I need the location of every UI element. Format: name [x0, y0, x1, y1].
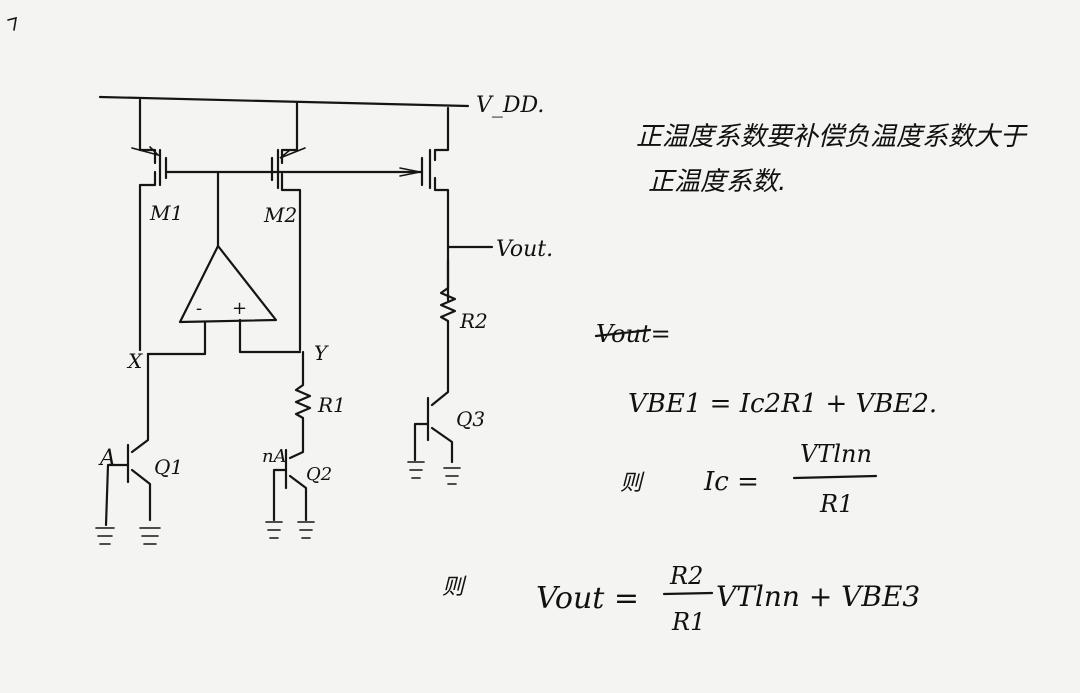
vout-label: Vout.	[496, 237, 553, 262]
q2-area-label: nA	[262, 446, 287, 467]
vdd-label: V_DD.	[476, 93, 544, 118]
eq3-lhs: Vout =	[536, 581, 639, 616]
m1-transistor	[131, 98, 282, 352]
note-line-1: 正温度系数要补偿负温度系数大于	[636, 122, 1028, 152]
node-y-label: Y	[314, 341, 329, 365]
q2-transistor	[265, 438, 315, 539]
m2-transistor	[270, 100, 306, 352]
eq3-rest: VTlnn + VBE3	[716, 580, 920, 613]
op-amp-minus: -	[196, 298, 202, 319]
q1-label: Q1	[154, 455, 183, 479]
m1-label: M1	[149, 201, 183, 225]
r1-label: R1	[317, 393, 346, 417]
corner-mark	[7, 16, 17, 31]
eq3-numerator: R2	[669, 562, 703, 590]
q1-area-label: A	[98, 446, 116, 471]
eq2-lhs: Ic =	[703, 467, 759, 497]
eq3-prefix: 则	[442, 575, 467, 600]
strike-through	[594, 328, 652, 338]
eq3-denominator: R1	[671, 608, 705, 636]
vdd-rail	[98, 95, 470, 108]
node-x-label: X	[126, 349, 143, 373]
r2-label: R2	[459, 309, 488, 333]
note-line-2: 正温度系数.	[648, 167, 786, 197]
m2-label: M2	[263, 203, 297, 227]
equation-vbe: VBE1 = Ic2R1 + VBE2.	[628, 389, 937, 419]
r1-resistor	[294, 350, 312, 442]
op-amp	[146, 170, 302, 356]
r2-resistor	[439, 258, 457, 382]
q3-transistor	[407, 378, 461, 485]
eq2-prefix: 则	[620, 471, 645, 496]
eq2-fraction-bar	[792, 474, 878, 480]
m3-transistor	[278, 106, 450, 302]
eq2-numerator: VTlnn	[800, 440, 872, 468]
q2-label: Q2	[306, 464, 332, 485]
q3-label: Q3	[456, 407, 485, 431]
eq3-fraction-bar	[662, 591, 714, 596]
eq2-denominator: R1	[819, 490, 853, 518]
q1-transistor	[95, 352, 161, 545]
op-amp-plus: +	[232, 298, 247, 319]
